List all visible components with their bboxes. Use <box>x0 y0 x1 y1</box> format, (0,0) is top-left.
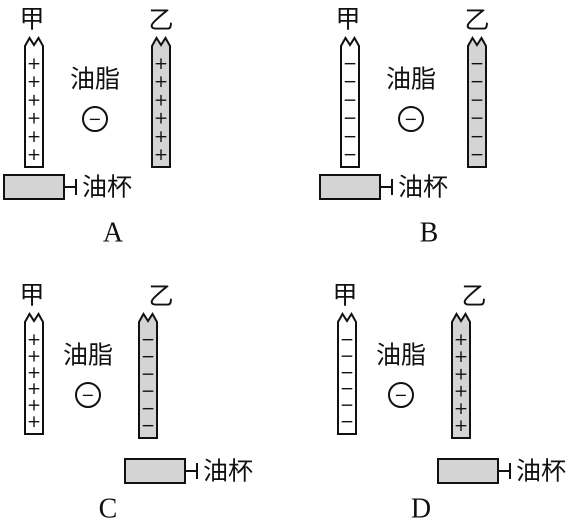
plate-charge-sign: + <box>27 396 41 416</box>
plate-charge-sign: + <box>27 127 41 147</box>
oil-cup-label: 油杯 <box>82 173 132 202</box>
plate-charge-sign: + <box>27 412 41 432</box>
droplet-label: 油脂 <box>70 65 120 94</box>
plate-label-jia: 甲 <box>19 281 44 310</box>
plate-charge-sign: + <box>27 346 41 366</box>
plate-charge-sign: + <box>154 54 168 74</box>
plate-charge-sign: + <box>454 364 468 384</box>
plate-charge-sign: + <box>27 330 41 350</box>
plate-charge-sign: + <box>154 109 168 129</box>
plate-charge-sign: + <box>154 145 168 165</box>
plate-jia: ++++++ <box>24 36 44 168</box>
oil-cup: 油杯 <box>437 457 566 486</box>
plate-label-jia: 甲 <box>19 5 44 34</box>
droplet-charge-sign: − <box>394 386 407 405</box>
plate-charge-sign: − <box>340 363 354 383</box>
plate-charge-sign: + <box>454 330 468 350</box>
panel-caption: D <box>411 494 431 525</box>
plate-yi: −−−−−− <box>467 36 487 168</box>
panel-a: 甲乙++++++++++++油脂−油杯A <box>3 5 174 249</box>
oil-cup-label: 油杯 <box>398 173 448 202</box>
plate-charge-sign: − <box>343 72 357 92</box>
droplet-charge-sign: − <box>81 386 94 405</box>
oil-cup-label: 油杯 <box>516 457 566 486</box>
plate-charge-sign: − <box>343 54 357 74</box>
oil-cup: 油杯 <box>319 173 448 202</box>
plate-charge-sign: + <box>27 54 41 74</box>
plate-charge-sign: − <box>470 72 484 92</box>
plate-label-yi: 乙 <box>148 6 173 35</box>
oil-cup: 油杯 <box>3 173 132 202</box>
plate-charge-sign: − <box>141 364 155 384</box>
plate-label-yi: 乙 <box>464 6 489 35</box>
droplet-charge-sign: − <box>404 110 417 129</box>
plate-charge-sign: + <box>27 145 41 165</box>
plate-charge-sign: + <box>454 347 468 367</box>
plate-charge-sign: − <box>470 145 484 165</box>
charged-droplet: − <box>75 382 101 408</box>
plate-charge-sign: − <box>340 412 354 432</box>
plate-charge-sign: + <box>154 127 168 147</box>
plate-label-jia: 甲 <box>332 281 357 310</box>
plate-yi: −−−−−− <box>138 312 158 439</box>
plate-jia: −−−−−− <box>340 36 360 168</box>
panel-c: 甲乙++++++−−−−−−油脂−油杯C <box>19 281 253 525</box>
plate-charge-sign: − <box>340 346 354 366</box>
panel-d: 甲乙−−−−−−++++++油脂−油杯D <box>332 281 566 525</box>
charged-droplet: − <box>82 106 108 132</box>
plate-yi: ++++++ <box>451 312 471 439</box>
plate-jia: −−−−−− <box>337 312 357 435</box>
plate-charge-sign: + <box>154 72 168 92</box>
plate-charge-sign: + <box>27 363 41 383</box>
plate-charge-sign: − <box>470 90 484 110</box>
panel-b: 甲乙−−−−−−−−−−−−油脂−油杯B <box>319 5 490 249</box>
plate-yi: ++++++ <box>151 36 171 168</box>
plate-label-yi: 乙 <box>461 282 486 311</box>
plate-charge-sign: + <box>454 416 468 436</box>
plate-label-yi: 乙 <box>148 282 173 311</box>
plate-charge-sign: − <box>141 347 155 367</box>
plate-charge-sign: − <box>343 109 357 129</box>
droplet-label: 油脂 <box>376 341 426 370</box>
plate-charge-sign: − <box>340 330 354 350</box>
plate-charge-sign: + <box>27 90 41 110</box>
plate-charge-sign: − <box>470 109 484 129</box>
oil-cup-label: 油杯 <box>203 457 253 486</box>
plate-charge-sign: + <box>27 379 41 399</box>
plate-charge-sign: + <box>454 399 468 419</box>
panel-caption: A <box>103 218 124 249</box>
plate-label-jia: 甲 <box>335 5 360 34</box>
charged-droplet: − <box>388 382 414 408</box>
plate-charge-sign: − <box>343 90 357 110</box>
panel-caption: B <box>420 218 439 249</box>
plate-charge-sign: − <box>141 330 155 350</box>
plate-charge-sign: − <box>340 379 354 399</box>
plate-charge-sign: + <box>454 382 468 402</box>
plate-charge-sign: − <box>470 54 484 74</box>
droplet-charge-sign: − <box>88 110 101 129</box>
plate-charge-sign: − <box>343 127 357 147</box>
plate-charge-sign: − <box>141 399 155 419</box>
panel-caption: C <box>99 494 118 525</box>
charged-droplet: − <box>398 106 424 132</box>
plate-charge-sign: − <box>343 145 357 165</box>
oil-cup: 油杯 <box>124 457 253 486</box>
plate-charge-sign: + <box>27 109 41 129</box>
droplet-label: 油脂 <box>386 65 436 94</box>
droplet-label: 油脂 <box>63 341 113 370</box>
plate-charge-sign: − <box>141 416 155 436</box>
plate-charge-sign: − <box>141 382 155 402</box>
plate-jia: ++++++ <box>24 312 44 435</box>
plate-charge-sign: − <box>340 396 354 416</box>
plate-charge-sign: − <box>470 127 484 147</box>
plate-charge-sign: + <box>27 72 41 92</box>
plate-charge-sign: + <box>154 90 168 110</box>
